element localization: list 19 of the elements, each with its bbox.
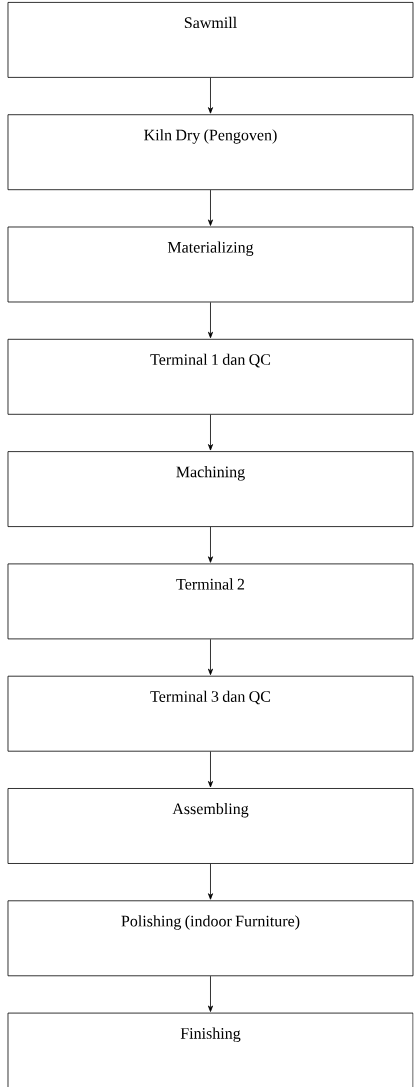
process-box: Terminal 3 dan QC bbox=[7, 675, 414, 752]
arrow bbox=[208, 77, 213, 114]
arrow bbox=[208, 975, 213, 1012]
arrow bbox=[208, 638, 213, 676]
process-box: Assembling bbox=[7, 788, 414, 864]
arrow bbox=[208, 526, 213, 563]
arrow bbox=[208, 414, 213, 451]
process-box: Polishing (indoor Furniture) bbox=[7, 900, 414, 977]
arrow bbox=[208, 302, 213, 339]
arrow bbox=[208, 863, 213, 900]
process-box: Finishing bbox=[7, 1012, 414, 1087]
process-box: Terminal 2 bbox=[7, 563, 414, 640]
arrow bbox=[208, 751, 213, 788]
process-box: Materializing bbox=[7, 226, 414, 303]
process-box: Machining bbox=[7, 451, 414, 527]
process-box: Sawmill bbox=[7, 2, 414, 78]
process-box: Kiln Dry (Pengoven) bbox=[7, 114, 414, 191]
arrow bbox=[208, 189, 213, 226]
process-box: Terminal 1 dan QC bbox=[7, 338, 414, 415]
